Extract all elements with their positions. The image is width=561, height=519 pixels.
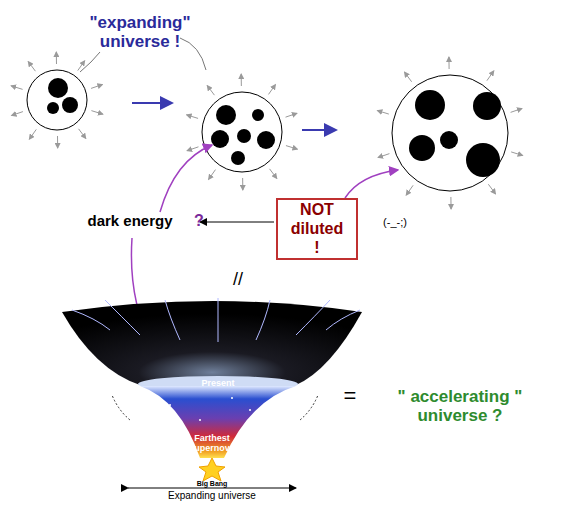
text-label: Farthest supernova [182,434,242,454]
field-line [256,300,270,340]
expansion-arrow [286,113,297,117]
big-bang-star [199,458,225,481]
expansion-mark [300,395,318,420]
width-arrow [128,488,296,489]
field-line [326,310,360,330]
text-label: Present [188,379,248,389]
expansion-arrow [270,169,277,179]
field-line [296,300,330,335]
expansion-arrow [79,129,86,139]
text-label: "expanding" universe ! [75,14,205,51]
expansion-funnel [140,386,296,458]
matter-blob [415,90,445,120]
spacetime-bowl [62,301,362,385]
star-dots [169,397,251,421]
text-label: = [335,384,365,408]
expansion-arrow [378,154,389,158]
matter-blob [216,105,236,125]
star-dot [231,397,233,399]
pointer-arrow [160,145,212,212]
expansion-arrow [448,57,449,69]
expansion-arrow [11,86,22,90]
star-dot [169,404,171,406]
matter-blob [466,143,500,177]
expansion-arrow [91,85,102,89]
expansion-arrow [29,129,36,139]
expansion-arrow [286,146,297,150]
matter-blob [47,102,59,114]
text-label: " accelerating " universe ? [380,388,540,425]
expansion-arrow [487,71,494,81]
matter-blob [62,97,78,113]
expansion-arrow [28,62,35,72]
expansion-arrow [12,112,23,116]
expansion-mark [112,395,130,420]
matter-blob [252,109,264,121]
text-label: Expanding universe [147,490,277,501]
field-line [218,298,219,342]
expansion-arrow [511,152,522,156]
progress-arrow [132,102,172,104]
leader-line [80,52,100,72]
matter-blob [473,92,501,120]
matter-blob [440,131,458,149]
expansion-arrow [207,86,214,96]
matter-blob [409,135,435,161]
expansion-arrow [241,74,242,86]
expansion-arrow [404,72,411,82]
expansion-arrow [488,184,495,194]
expansion-arrow [56,52,57,64]
expansion-arrow [511,108,522,112]
box-text: NOT diluted ! [286,200,348,258]
text-label: Big Bang [182,480,242,488]
expansion-arrow [269,85,276,95]
expansion-arrow [450,197,451,209]
expansion-arrow [406,185,413,195]
field-line [165,300,180,340]
expansion-arrow [377,111,388,115]
matter-blob [211,130,229,148]
field-line [72,310,110,330]
text-label: // [218,270,258,290]
universe-circle [392,75,508,191]
expansion-arrow [187,147,198,151]
matter-blob [237,129,251,143]
progress-arrow [302,129,336,131]
universe-circle [202,92,282,172]
expansion-arrow [242,178,243,190]
text-label: ? [189,212,209,230]
field-lines [72,298,360,342]
text-label: (-_-;) [365,216,425,228]
text-label: dark energy [70,213,190,230]
matter-blob [48,78,68,98]
matter-blob [231,151,245,165]
callout-box: NOT diluted ! [276,198,358,260]
pointer-arrow [345,170,398,198]
star-dot [249,409,251,411]
expansion-arrow [91,111,102,115]
expansion-arrow [57,136,58,148]
expansion-arrow [78,61,85,71]
leader-line [180,38,206,70]
expansion-arrow [209,170,216,180]
star-dot [199,419,201,421]
expansion-arrow [187,115,198,119]
field-line [105,300,140,335]
universe-circle [27,70,87,130]
matter-blob [257,131,275,149]
pointer-arrow [200,222,274,223]
